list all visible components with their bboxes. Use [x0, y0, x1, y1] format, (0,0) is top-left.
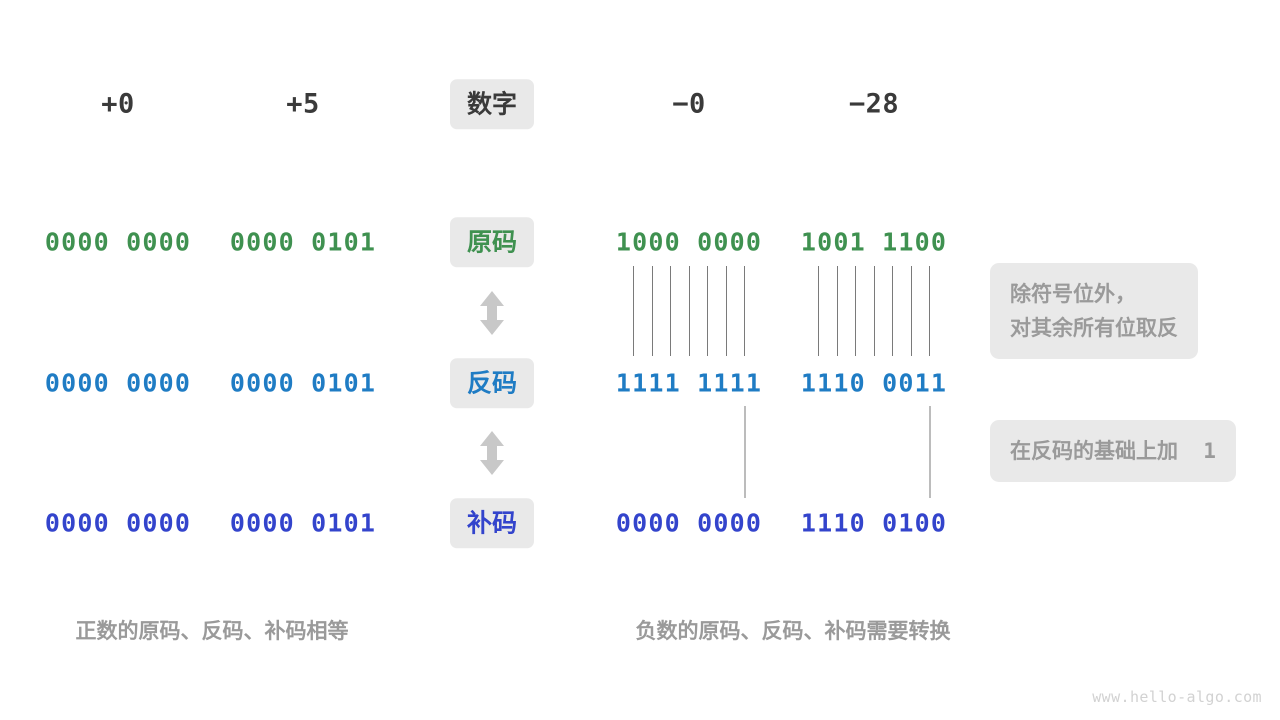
column-header-minus-twentyeight: −28 — [848, 88, 900, 120]
connector-line — [892, 266, 893, 356]
connector-line — [707, 266, 708, 356]
connector-line — [910, 266, 912, 356]
bits-yuanma-minus-zero: 1000 0000 — [615, 227, 763, 257]
connector-line — [688, 266, 690, 356]
watermark-url: www.hello-algo.com — [1092, 688, 1262, 706]
column-header-minus-zero: −0 — [672, 88, 706, 120]
bits-fanma-plus-five: 0000 0101 — [229, 368, 377, 398]
connector-line — [670, 266, 671, 356]
connector-line — [818, 266, 819, 356]
connector-line — [873, 266, 875, 356]
note-line-2: 对其余所有位取反 — [1010, 316, 1178, 340]
bits-fanma-plus-zero: 0000 0000 — [44, 368, 192, 398]
bits-buma-minus-zero: 0000 0000 — [615, 508, 763, 538]
up-down-arrow-icon — [477, 289, 507, 337]
column-header-plus-zero: +0 — [101, 88, 135, 120]
row-label-yuanma: 原码 — [449, 217, 535, 267]
connector-line — [633, 266, 634, 356]
connector-group-minus-zero-invert — [633, 266, 745, 356]
bits-fanma-minus-zero: 1111 1111 — [615, 368, 763, 398]
connector-line — [836, 266, 838, 356]
row-header-label-number: 数字 — [449, 79, 535, 129]
connector-line — [744, 266, 745, 356]
bits-yuanma-plus-zero: 0000 0000 — [44, 227, 192, 257]
bits-fanma-minus-twentyeight: 1110 0011 — [800, 368, 948, 398]
caption-positive-numbers: 正数的原码、反码、补码相等 — [75, 619, 349, 643]
note-line-1: 在反码的基础上加 — [1010, 438, 1178, 463]
row-label-fanma: 反码 — [449, 358, 535, 408]
bits-yuanma-minus-twentyeight: 1001 1100 — [800, 227, 948, 257]
connector-line-minus-zero-plus-one — [744, 406, 746, 498]
note-invert-non-sign-bits: 除符号位外， 对其余所有位取反 — [990, 262, 1198, 360]
connector-line — [651, 266, 653, 356]
note-add-one-to-fanma: 在反码的基础上加 1 — [990, 419, 1236, 483]
bits-buma-plus-five: 0000 0101 — [229, 508, 377, 538]
bits-buma-minus-twentyeight: 1110 0100 — [800, 508, 948, 538]
note-line-1: 除符号位外， — [1010, 281, 1136, 306]
up-down-arrow-icon — [477, 429, 507, 477]
caption-negative-numbers: 负数的原码、反码、补码需要转换 — [635, 619, 951, 643]
connector-line — [929, 266, 930, 356]
connector-line — [855, 266, 856, 356]
column-header-plus-five: +5 — [286, 88, 320, 120]
bits-buma-plus-zero: 0000 0000 — [44, 508, 192, 538]
bits-yuanma-plus-five: 0000 0101 — [229, 227, 377, 257]
connector-line — [725, 266, 727, 356]
row-label-buma: 补码 — [449, 498, 535, 548]
note-suffix-one: 1 — [1203, 438, 1216, 463]
connector-group-minus-twentyeight-invert — [818, 266, 930, 356]
connector-line-minus-twentyeight-plus-one — [929, 406, 931, 498]
